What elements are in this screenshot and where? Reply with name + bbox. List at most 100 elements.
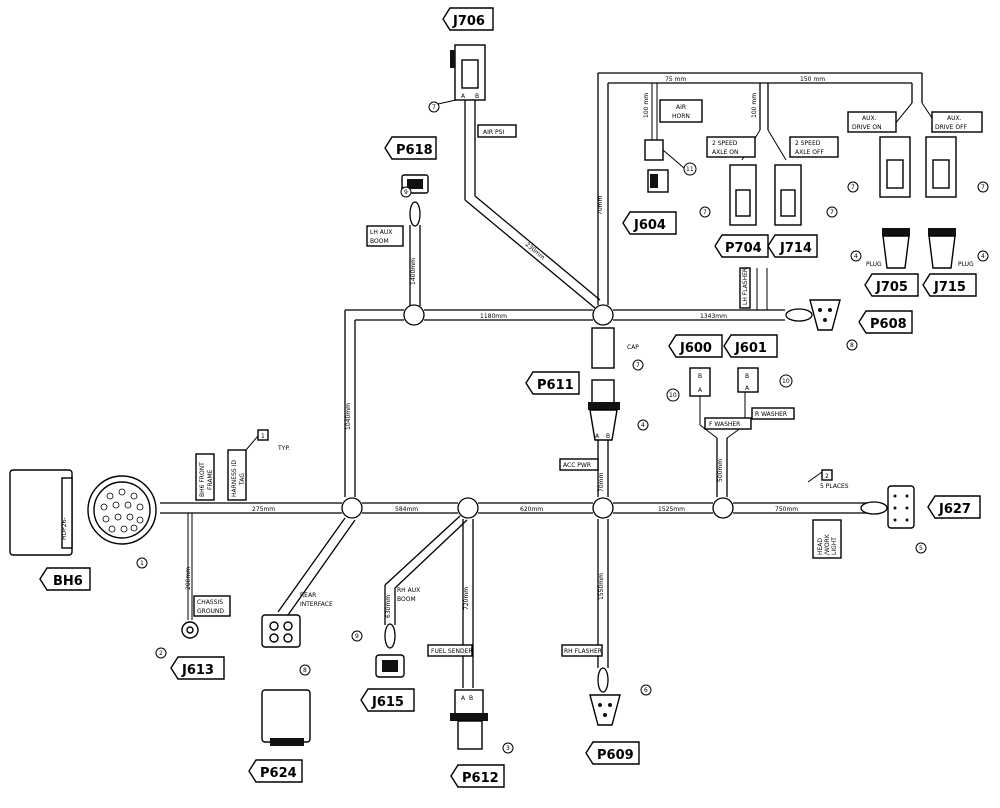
tag-j714: J714 [779, 241, 812, 256]
svg-text:7: 7 [830, 209, 834, 216]
dim-630: 630mm [385, 595, 392, 618]
tag-p704: P704 [725, 241, 762, 256]
dim-100b: 100 mm [751, 93, 758, 118]
svg-text:9: 9 [355, 633, 359, 640]
svg-text:10: 10 [669, 392, 677, 399]
label-rear-1: REAR [300, 592, 316, 599]
label-lh-flasher: LH FLASHER [742, 268, 749, 305]
tag-p608: P608 [870, 317, 907, 332]
label-plug-1: PLUG [866, 261, 882, 268]
svg-text:4: 4 [981, 253, 985, 260]
junction-nodes [341, 201, 888, 693]
dim-1343: 1343mm [700, 313, 727, 320]
tag-j715: J715 [933, 280, 966, 295]
label-boxes: AIR PSI AIR HORN 2 SPEED AXLE ON 2 SPEED… [193, 99, 983, 657]
label-air-psi: AIR PSI [483, 129, 504, 136]
note-2: 2 [825, 473, 829, 480]
svg-text:B: B [475, 93, 479, 100]
svg-text:11: 11 [686, 166, 694, 173]
note-2-box [821, 469, 833, 481]
dim-1550: 1550mm [598, 573, 605, 600]
label-aux-on-2: DRIVE ON [852, 124, 882, 131]
label-rh-aux-1: RH AUX [397, 587, 420, 594]
dim-1400: 1400mm [410, 258, 417, 285]
dim-275: 275mm [252, 506, 275, 513]
connector-tags: J706 P618 J604 P704 J714 J705 J715 P608 … [39, 7, 981, 788]
label-axle-on-2: AXLE ON [712, 149, 738, 156]
label-axle-off-1: 2 SPEED [795, 140, 821, 147]
svg-text:A: A [595, 433, 600, 440]
label-hdp: HDP26- [61, 517, 68, 540]
label-r-washer: R WASHER [755, 411, 787, 418]
tag-bh6: BH6 [53, 574, 83, 589]
label-bh6-front-1: BH6 FRONT [199, 462, 206, 497]
note-1: 1 [261, 433, 265, 440]
label-head-2: /WORK [824, 533, 831, 555]
label-rh-flasher: RH FLASHER [564, 648, 602, 655]
harness-trunks [160, 72, 941, 688]
tag-j613: J613 [181, 663, 214, 678]
label-head-3: LIGHT [831, 537, 838, 555]
dim-1040: 1040mm [345, 403, 352, 430]
label-bh6-front-2: FRAME [207, 469, 214, 490]
tag-j615: J615 [371, 695, 404, 710]
svg-text:A: A [461, 695, 466, 702]
label-air-horn-2: HORN [672, 113, 690, 120]
dim-1525: 1525mm [658, 506, 685, 513]
dimension-labels: 75 mm 150 mm 100 mm 100 mm 70mm 230mm 14… [185, 76, 825, 618]
label-harness-1: HARNESS ID [231, 460, 238, 497]
svg-text:4: 4 [641, 422, 645, 429]
label-chassis-2: GROUND [197, 608, 224, 615]
svg-text:8: 8 [303, 667, 307, 674]
label-rear-2: INTERFACE [300, 601, 333, 608]
dim-750: 750mm [775, 506, 798, 513]
dim-100a: 100 mm [643, 93, 650, 118]
dim-70a: 70mm [597, 196, 604, 215]
svg-text:1: 1 [140, 560, 144, 567]
svg-text:7: 7 [703, 209, 707, 216]
tag-j705: J705 [875, 280, 908, 295]
label-aux-off-1: AUX. [947, 115, 962, 122]
tag-p609: P609 [597, 748, 634, 763]
label-aux-on-1: AUX. [862, 115, 877, 122]
label-lh-aux-1: LH AUX [370, 229, 392, 236]
dim-720: 720mm [463, 587, 470, 610]
dim-1180: 1180mm [480, 313, 507, 320]
svg-text:4: 4 [854, 253, 858, 260]
svg-text:7: 7 [851, 184, 855, 191]
svg-text:7: 7 [636, 362, 640, 369]
note-1-box [257, 429, 269, 441]
connector-drawings: A B A B [9, 44, 957, 750]
label-fuel-sender: FUEL SENDER [431, 648, 473, 655]
tag-j604: J604 [633, 218, 666, 233]
label-air-horn-1: AIR [676, 104, 686, 111]
svg-text:3: 3 [506, 745, 510, 752]
label-axle-off-2: AXLE OFF [795, 149, 824, 156]
label-typ: TYP. [277, 445, 290, 452]
tag-j706: J706 [452, 14, 485, 29]
dim-70b: 70mm [598, 473, 605, 492]
label-chassis-1: CHASSIS [197, 599, 223, 606]
svg-text:6: 6 [644, 687, 648, 694]
label-cap: CAP [627, 344, 639, 351]
dim-500: 500mm [717, 459, 724, 482]
dim-584: 584mm [395, 506, 418, 513]
svg-text:B: B [698, 373, 702, 380]
svg-text:A: A [461, 93, 466, 100]
dim-620: 620mm [520, 506, 543, 513]
tag-j627: J627 [938, 502, 971, 517]
label-lh-aux-2: BOOM [370, 238, 389, 245]
svg-text:A: A [745, 385, 750, 392]
label-acc-pwr: ACC PWR [563, 462, 591, 469]
label-rh-aux-2: BOOM [397, 596, 416, 603]
label-f-washer: F WASHER [709, 421, 740, 428]
label-aux-off-2: DRIVE OFF [935, 124, 968, 131]
tag-p618: P618 [396, 143, 433, 158]
item-bubbles: 7 9 11 7 7 7 7 4 4 PLUG PLUG 8 7 4 10 10… [136, 99, 989, 754]
pin-letters: B A B A [698, 373, 750, 394]
svg-text:9: 9 [404, 189, 408, 196]
dim-75: 75 mm [665, 76, 686, 83]
label-axle-on-1: 2 SPEED [712, 140, 738, 147]
label-plug-2: PLUG [958, 261, 974, 268]
